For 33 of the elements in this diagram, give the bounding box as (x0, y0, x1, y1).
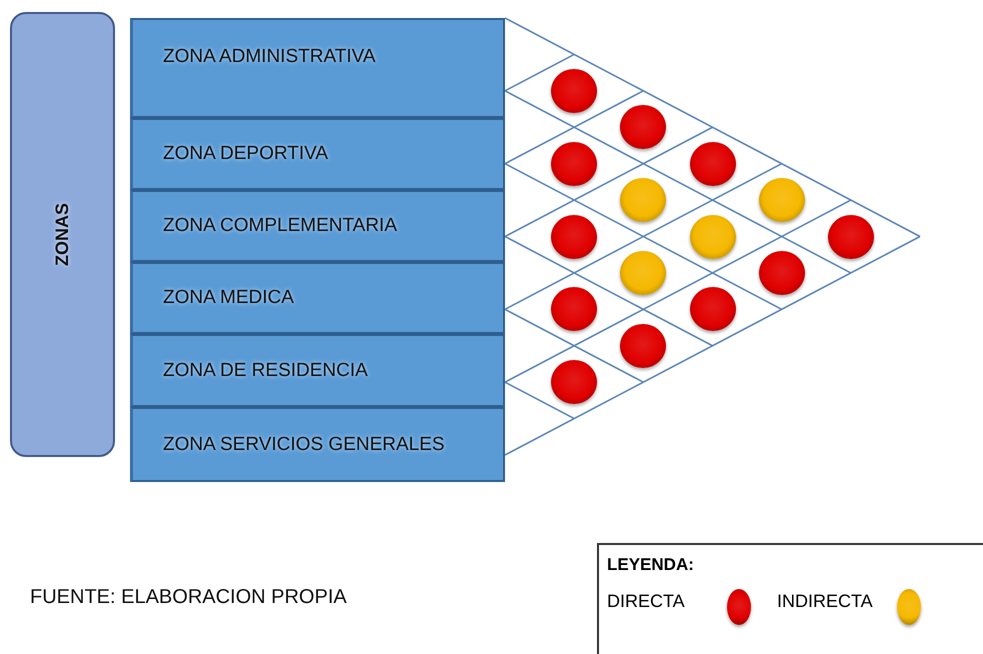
circle-marker (690, 214, 736, 258)
zone-label: ZONA DEPORTIVA (163, 143, 328, 165)
circle-marker (620, 178, 666, 222)
category-label: ZONAS (52, 203, 73, 266)
legend-label: DIRECTA (607, 591, 685, 612)
circle-marker (620, 324, 666, 368)
circle-marker (828, 214, 874, 258)
category-box (10, 12, 115, 457)
circle-marker (551, 214, 598, 258)
legend-label: INDIRECTA (777, 591, 873, 612)
circle-marker (758, 178, 805, 222)
circle-marker (758, 250, 805, 295)
legend-title: LEYENDA: (607, 555, 694, 575)
circle-marker (620, 250, 666, 295)
circle-marker (620, 105, 666, 150)
source-note: FUENTE: ELABORACION PROPIA (30, 586, 347, 609)
circle-marker (551, 360, 598, 404)
zone-box (130, 334, 505, 407)
zone-label: ZONA ADMINISTRATIVA (163, 46, 376, 68)
circle-marker (690, 142, 736, 186)
zone-box (130, 18, 505, 118)
circle-marker (690, 287, 736, 332)
zone-label: ZONA SERVICIOS GENERALES (163, 434, 445, 456)
zone-label: ZONA DE RESIDENCIA (163, 360, 368, 382)
circle-marker (551, 142, 598, 186)
zone-box (130, 118, 505, 190)
zone-box (130, 190, 505, 262)
circle-marker (551, 68, 598, 113)
zone-label: ZONA MEDICA (163, 287, 294, 309)
zone-label: ZONA COMPLEMENTARIA (163, 215, 398, 237)
circle-marker (551, 287, 598, 332)
zone-box (130, 407, 505, 482)
zone-box (130, 262, 505, 334)
